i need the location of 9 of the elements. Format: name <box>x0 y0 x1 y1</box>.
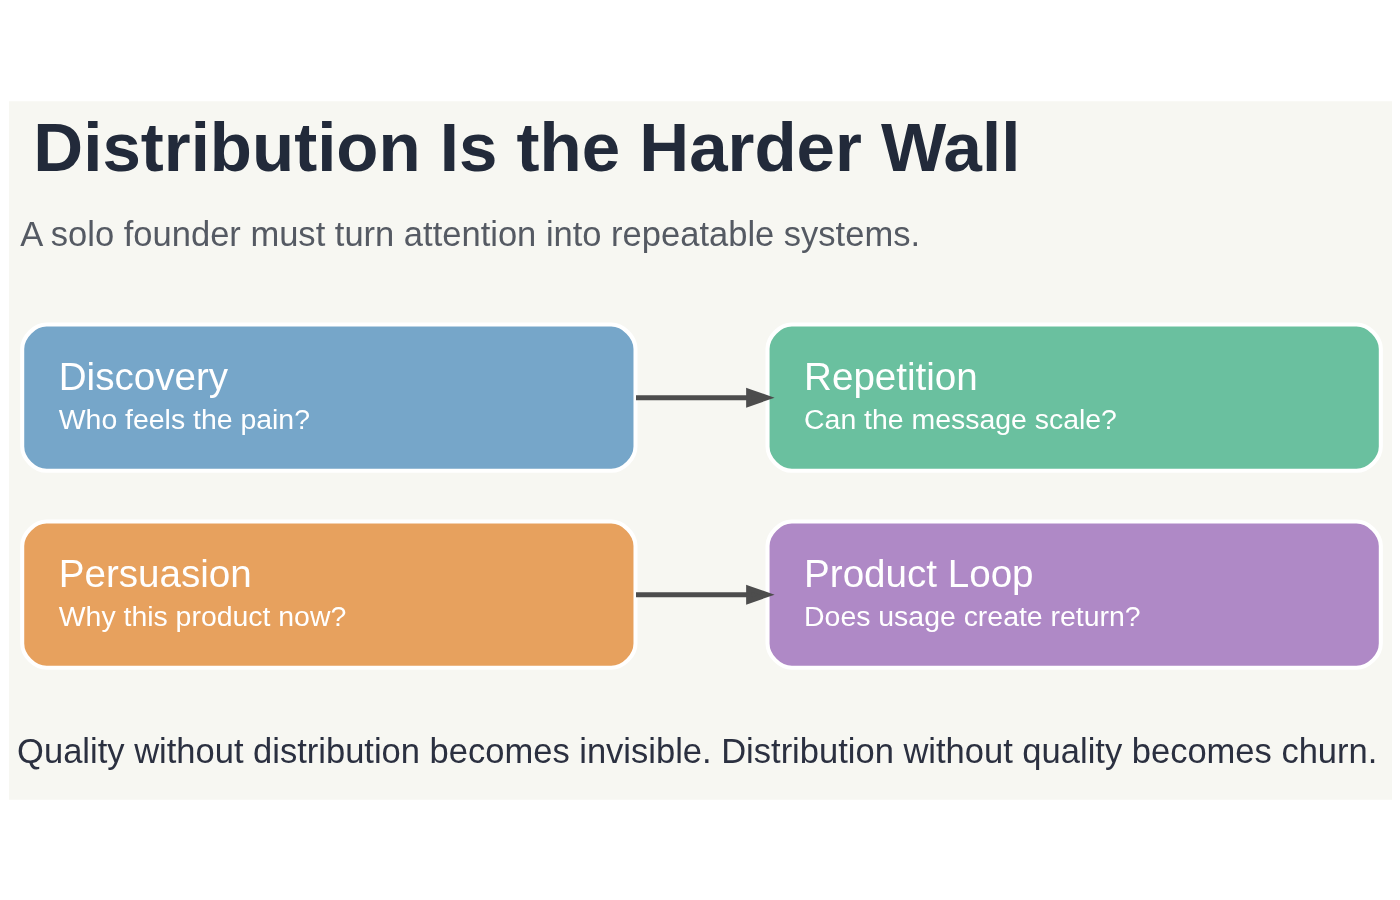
node-box: Persuasion Why this product now? <box>19 519 638 670</box>
label: A solo founder must turn attention into repeatable systems. <box>19 214 920 253</box>
node-box: Product Loop Does usage create return? <box>765 519 1383 670</box>
label: Quality without distribution becomes invisible. Distribution without quality becomes churn. <box>16 731 1377 770</box>
node-box: Discovery Who feels the pain? <box>19 322 638 473</box>
arrow <box>635 584 775 605</box>
arrow <box>635 387 775 408</box>
diagram-title: Distribution Is the Harder Wall <box>32 107 1020 186</box>
node-box: Repetition Can the message scale? <box>765 322 1383 473</box>
